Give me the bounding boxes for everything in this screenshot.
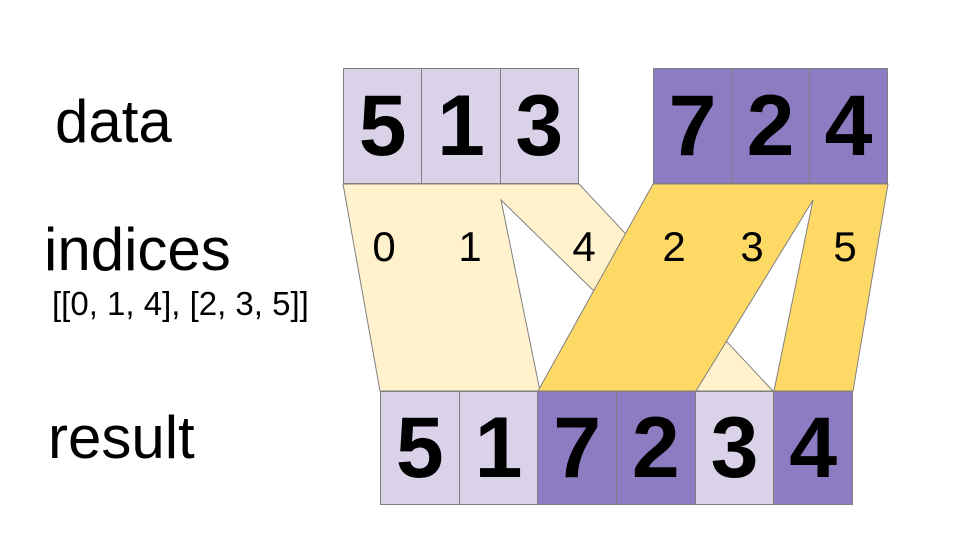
index-digit-0: 0: [372, 223, 396, 270]
result-cell-0: 5: [380, 391, 460, 505]
result-cell-2: 7: [537, 391, 618, 505]
index-digit-4: 3: [740, 223, 764, 270]
data-block-1: 5 1 3: [343, 68, 579, 184]
result-cell-5: 4: [773, 391, 854, 505]
result-row: 5 1 7 2 3 4: [380, 391, 854, 505]
data-cell-2: 3: [499, 68, 579, 184]
result-cell-1: 1: [458, 391, 539, 505]
result-cell-4: 3: [694, 391, 775, 505]
indices-value-label: [[0, 1, 4], [2, 3, 5]]: [52, 285, 309, 322]
index-digit-1: 1: [458, 223, 482, 270]
data-label: data: [55, 88, 172, 155]
data-cell-1: 1: [421, 68, 501, 184]
data-cell-3: 7: [653, 68, 732, 184]
data-cell-5: 4: [809, 68, 888, 184]
data-cell-0: 5: [343, 68, 423, 184]
index-digit-2: 4: [572, 223, 596, 270]
index-digit-3: 2: [662, 223, 686, 270]
result-label: result: [48, 404, 195, 471]
indices-label: indices: [44, 216, 231, 283]
index-digit-5: 5: [833, 223, 857, 270]
data-cell-4: 2: [731, 68, 810, 184]
data-block-2: 7 2 4: [653, 68, 888, 184]
result-cell-3: 2: [616, 391, 696, 505]
